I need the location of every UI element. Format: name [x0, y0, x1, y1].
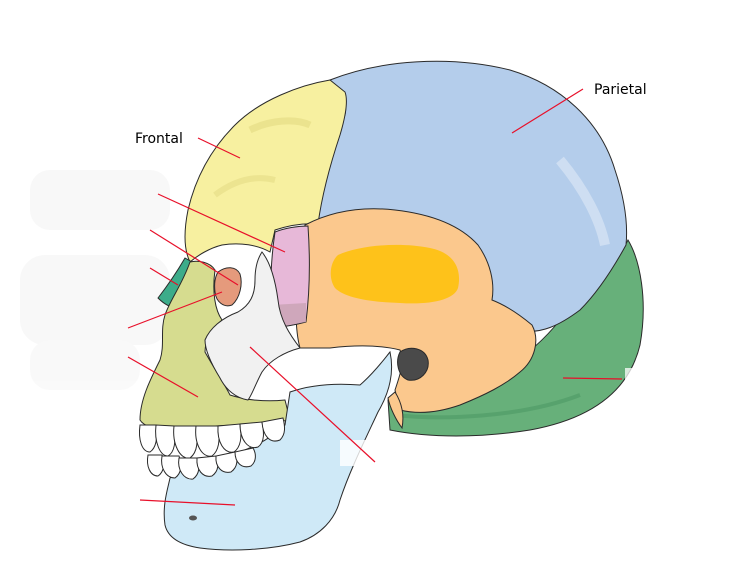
- upper-tooth-1: [139, 424, 158, 453]
- frontal-highlight-2: [213, 175, 276, 198]
- leader-parietal: [511, 88, 584, 134]
- ghost-box-3: [30, 340, 140, 390]
- zygomatic-bone: [204, 251, 301, 401]
- leader-lacrimal: [127, 291, 223, 329]
- ghost-erased-text: [40, 368, 710, 512]
- leader-lines: [127, 88, 623, 506]
- ghost-label-backgrounds: [20, 170, 170, 390]
- ear-canal: [397, 347, 429, 381]
- ghost-patch-mandible-center: [340, 440, 470, 466]
- temporal-center: [330, 244, 460, 304]
- leader-maxilla: [127, 356, 199, 398]
- ghost-box-2: [20, 255, 170, 345]
- ghost-patch-occipital: [625, 368, 710, 390]
- leader-sphenoid: [157, 193, 286, 253]
- parietal-highlight: [556, 156, 610, 247]
- ghost-patch-mandible: [40, 490, 130, 512]
- leader-nasal: [149, 267, 179, 286]
- ghost-box-1: [30, 170, 170, 230]
- mastoid-process: [387, 391, 404, 430]
- label-parietal: Parietal: [594, 82, 647, 98]
- upper-tooth-4: [195, 425, 220, 457]
- frontal-highlight-1: [248, 117, 312, 134]
- leader-mandible: [139, 499, 236, 506]
- upper-tooth-3: [173, 425, 198, 459]
- teeth: [139, 417, 286, 480]
- leader-occipital: [562, 377, 623, 380]
- label-frontal: Frontal: [135, 131, 183, 147]
- occipital-texture: [394, 393, 581, 420]
- mental-foramen: [189, 515, 197, 521]
- lacrimal-bone: [214, 267, 242, 307]
- lower-tooth-6: [234, 447, 256, 468]
- upper-tooth-7: [261, 417, 286, 442]
- lower-tooth-2: [161, 455, 182, 479]
- leader-ethmoid: [149, 229, 239, 286]
- leader-frontal: [197, 137, 241, 159]
- leader-zygomatic: [249, 346, 376, 463]
- upper-tooth-6: [239, 421, 264, 449]
- upper-tooth-2: [155, 424, 176, 457]
- upper-tooth-5: [217, 423, 242, 453]
